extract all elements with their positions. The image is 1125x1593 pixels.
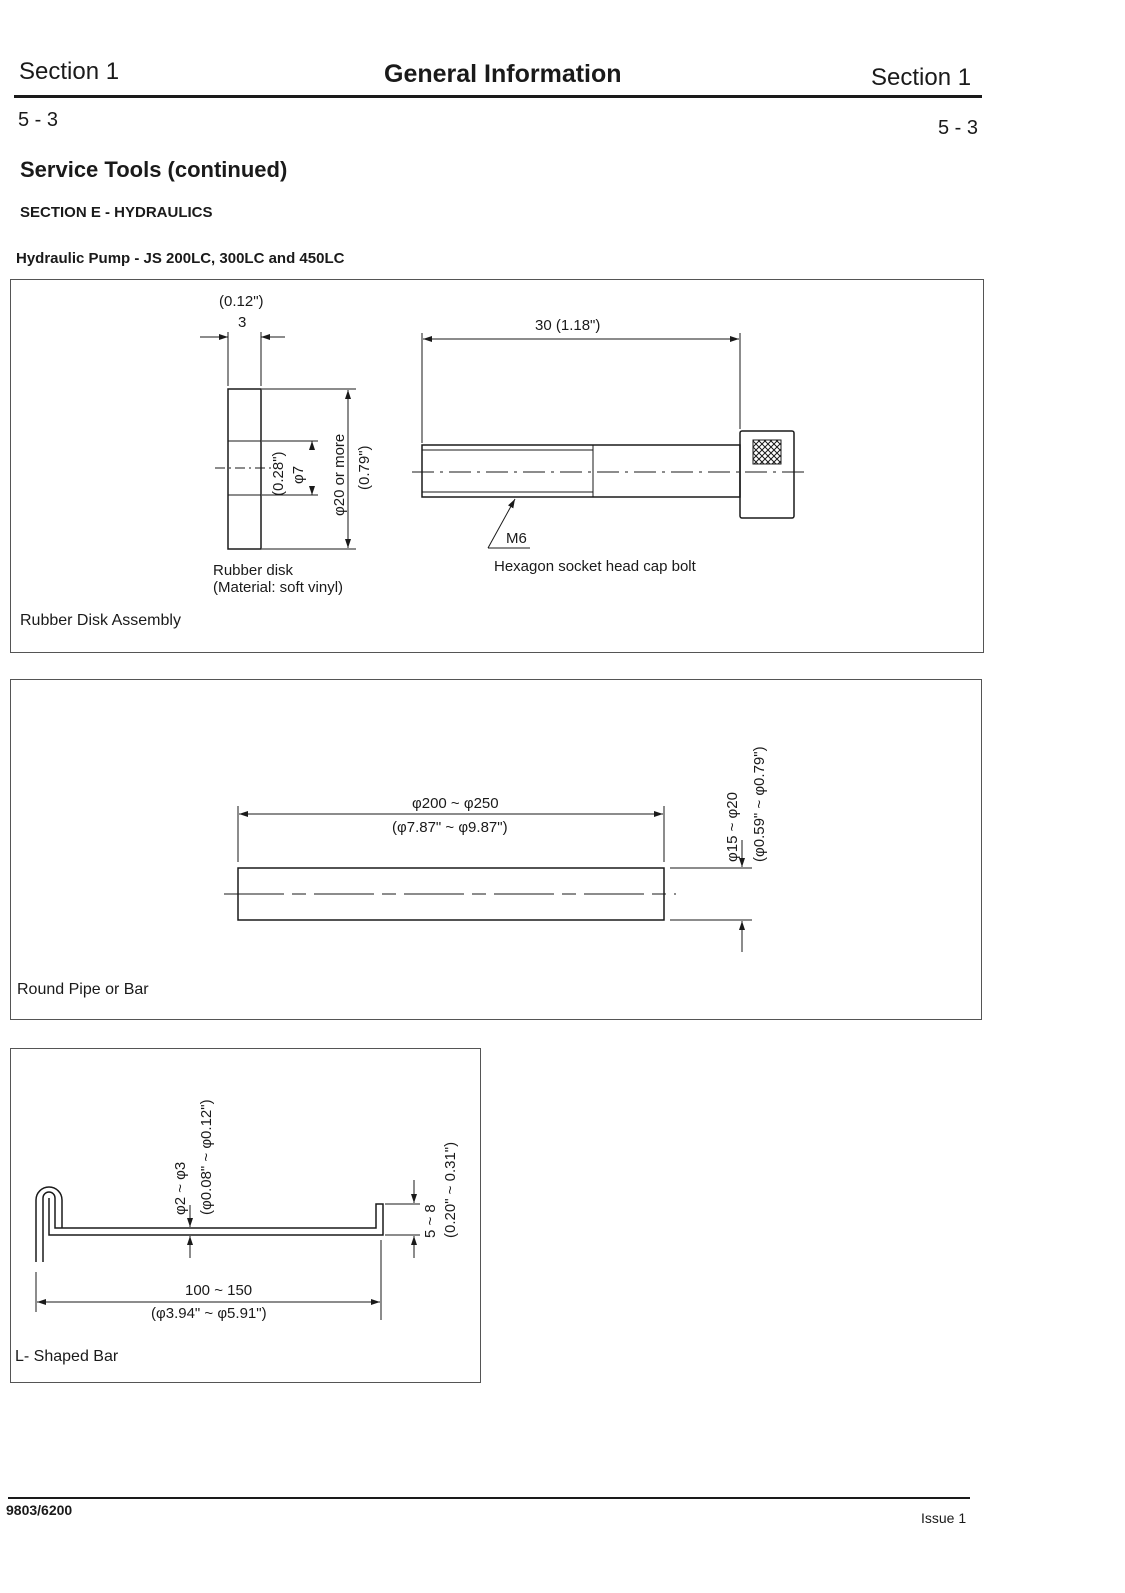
bar-diameter-mm: φ2 ~ φ3	[172, 1162, 189, 1215]
bolt-length-label: 30 (1.18")	[535, 317, 600, 334]
figure-caption-rubber-disk: Rubber Disk Assembly	[20, 612, 181, 629]
rubber-disk-outline	[227, 388, 262, 550]
pipe-diameter-mm: φ15 ~ φ20	[724, 792, 741, 862]
cap-bolt-label: Hexagon socket head cap bolt	[494, 558, 697, 575]
pipe-length-inch: (φ7.87" ~ φ9.87")	[392, 819, 508, 836]
rubber-disk-material-label: (Material: soft vinyl)	[213, 579, 343, 596]
bolt-head	[739, 430, 795, 519]
figure-caption-round-pipe: Round Pipe or Bar	[17, 981, 149, 998]
header-section-left: Section 1	[19, 58, 120, 85]
figure-caption-l-shaped-bar: L- Shaped Bar	[15, 1348, 119, 1365]
header-section-right: Section 1	[871, 64, 972, 91]
disk-thickness-inch: (0.12")	[219, 293, 264, 310]
disk-diameter-inch: (0.79")	[356, 445, 373, 490]
rubber-disk-drawing	[200, 332, 356, 550]
hex-socket	[752, 439, 782, 465]
pipe-diameter-inch: (φ0.59" ~ φ0.79")	[751, 746, 768, 862]
page-heading: Service Tools (continued)	[20, 157, 288, 182]
disk-diameter-mm: φ20 or more	[331, 434, 348, 516]
page-number-left: 5 - 3	[18, 109, 59, 131]
bar-leg-mm: 5 ~ 8	[422, 1204, 439, 1238]
l-shaped-bar-drawing	[35, 1180, 420, 1320]
header-rule	[14, 95, 982, 98]
header-title: General Information	[384, 60, 622, 88]
bar-leg-inch: (0.20" ~ 0.31")	[442, 1142, 459, 1238]
disk-thickness-mm: 3	[238, 314, 246, 331]
round-pipe-drawing	[224, 806, 752, 952]
footer-doc-number: 9803/6200	[6, 1502, 73, 1518]
bar-length-inch: (φ3.94" ~ φ5.91")	[151, 1305, 267, 1322]
pump-title: Hydraulic Pump - JS 200LC, 300LC and 450…	[16, 250, 345, 267]
pipe-length-mm: φ200 ~ φ250	[412, 795, 499, 812]
footer-rule	[8, 1497, 970, 1499]
figure-rubber-disk-assembly	[10, 279, 984, 653]
bar-diameter-inch: (φ0.08" ~ φ0.12")	[198, 1099, 215, 1215]
hole-diameter-inch: (0.28")	[270, 451, 287, 496]
figure-round-pipe	[10, 679, 982, 1020]
page-number-right: 5 - 3	[938, 117, 979, 139]
cap-bolt-drawing	[412, 333, 806, 549]
footer-issue: Issue 1	[921, 1510, 967, 1526]
hole-diameter-mm: φ7	[290, 466, 307, 484]
bar-length-mm: 100 ~ 150	[185, 1282, 252, 1299]
section-heading: SECTION E - HYDRAULICS	[20, 204, 213, 221]
rubber-disk-label: Rubber disk	[213, 562, 294, 579]
bolt-thread-label: M6	[506, 530, 527, 547]
figure-l-shaped-bar	[10, 1048, 481, 1383]
